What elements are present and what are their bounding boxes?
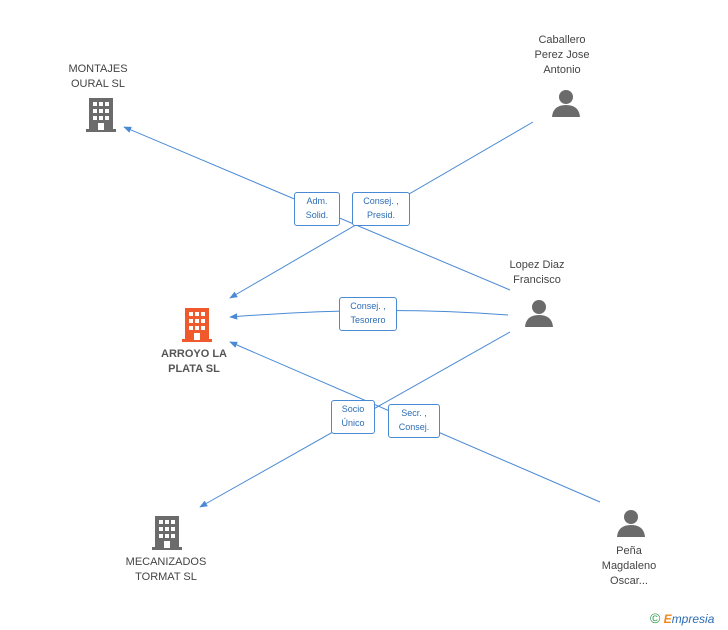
node-label-arroyo[interactable]: ARROYO LA PLATA SL <box>161 348 227 375</box>
person-icon[interactable] <box>551 88 581 118</box>
node-label-montajes[interactable]: MONTAJES OURAL SL <box>68 63 128 90</box>
brand-name: mpresia <box>671 612 715 626</box>
copyright-symbol: © <box>650 610 661 626</box>
node-label-pena[interactable]: Peña Magdaleno Oscar... <box>601 545 657 587</box>
node-label-mecanizados[interactable]: MECANIZADOS TORMAT SL <box>125 556 207 583</box>
edge-label-adm-solid: Adm. Solid. <box>294 192 340 226</box>
building-icon[interactable] <box>86 98 116 132</box>
person-icon[interactable] <box>616 508 646 538</box>
brand-credit: © Empresia <box>650 610 714 626</box>
node-label-caballero[interactable]: Caballero Perez Jose Antonio <box>534 34 590 76</box>
brand-initial: E <box>663 612 672 626</box>
edge-label-secr-consej: Secr. , Consej. <box>388 404 440 438</box>
person-icon[interactable] <box>524 298 554 328</box>
node-label-lopez[interactable]: Lopez Diaz Francisco <box>509 259 565 286</box>
building-icon[interactable] <box>152 516 182 550</box>
edge-label-consej-presid: Consej. , Presid. <box>352 192 410 226</box>
building-icon-main[interactable] <box>182 308 212 342</box>
edge-label-consej-tesorero: Consej. , Tesorero <box>339 297 397 331</box>
edge-label-socio-unico: Socio Único <box>331 400 375 434</box>
